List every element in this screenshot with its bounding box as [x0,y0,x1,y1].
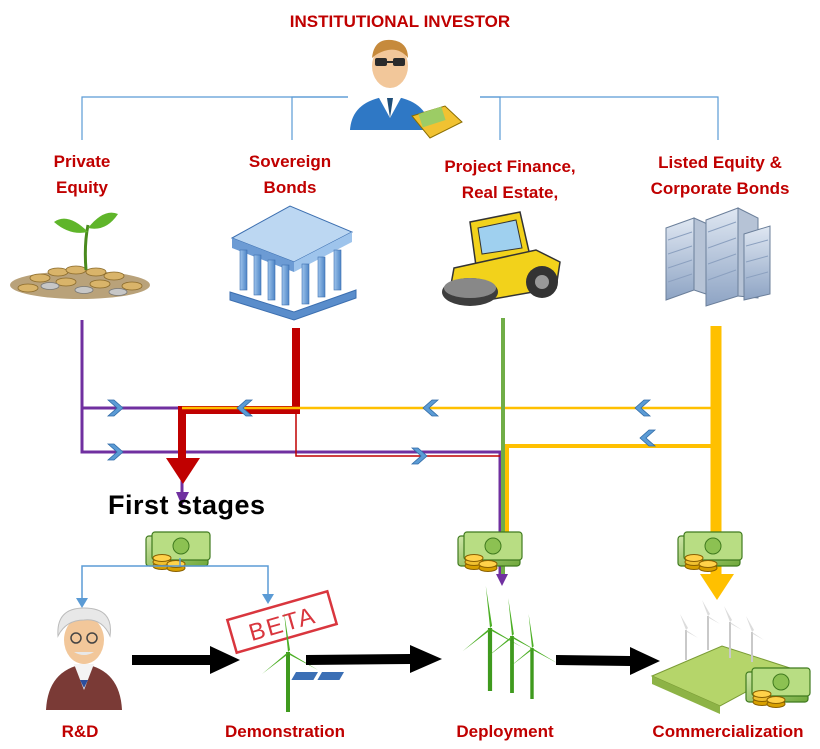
stage-commercialization: Commercialization [652,722,804,741]
channel-label-line1: Private [53,152,111,171]
channel-label-line1: Sovereign [248,152,332,171]
flow-arrowheads [166,458,734,600]
bank-building-icon [229,205,357,321]
first-stages-label: First stages [108,490,266,520]
money-icon [457,531,523,573]
beta-stamp: BETA [225,589,339,655]
stage-rd: R&D [61,722,99,741]
first-stage-connectors [81,558,269,600]
channel-label-line2: Corporate Bonds [650,179,790,199]
channel-label-line2: Real Estate, [461,183,559,203]
channel-project-finance: Project Finance, Real Estate, [420,154,600,207]
wind-farm-icon [463,586,560,701]
channel-label-line1: Project Finance, [444,157,576,176]
stage-deployment: Deployment [456,722,554,741]
road-roller-icon [442,211,561,306]
stage-arrows [132,645,660,675]
channel-label-line2: Equity [56,178,108,198]
channel-private-equity: Private Equity [22,149,142,202]
channel-label-line1: Listed Equity & [658,153,782,172]
seedling-coins-icon [10,212,150,299]
money-icon [745,667,811,709]
stage-demonstration: Demonstration [225,722,345,741]
investor-icon [350,39,463,139]
sovereign-bonds-flow [178,328,500,458]
private-equity-flow [80,320,502,576]
channel-listed-equity: Listed Equity & Corporate Bonds [630,150,810,203]
investor-title: INSTITUTIONAL INVESTOR [289,12,511,31]
investor-connectors [81,96,719,140]
channel-label-line2: Bonds [263,178,317,198]
money-icon [677,531,743,573]
scientist-icon [46,607,122,710]
office-towers-icon [665,207,771,307]
channel-sovereign-bonds: Sovereign Bonds [228,149,352,202]
